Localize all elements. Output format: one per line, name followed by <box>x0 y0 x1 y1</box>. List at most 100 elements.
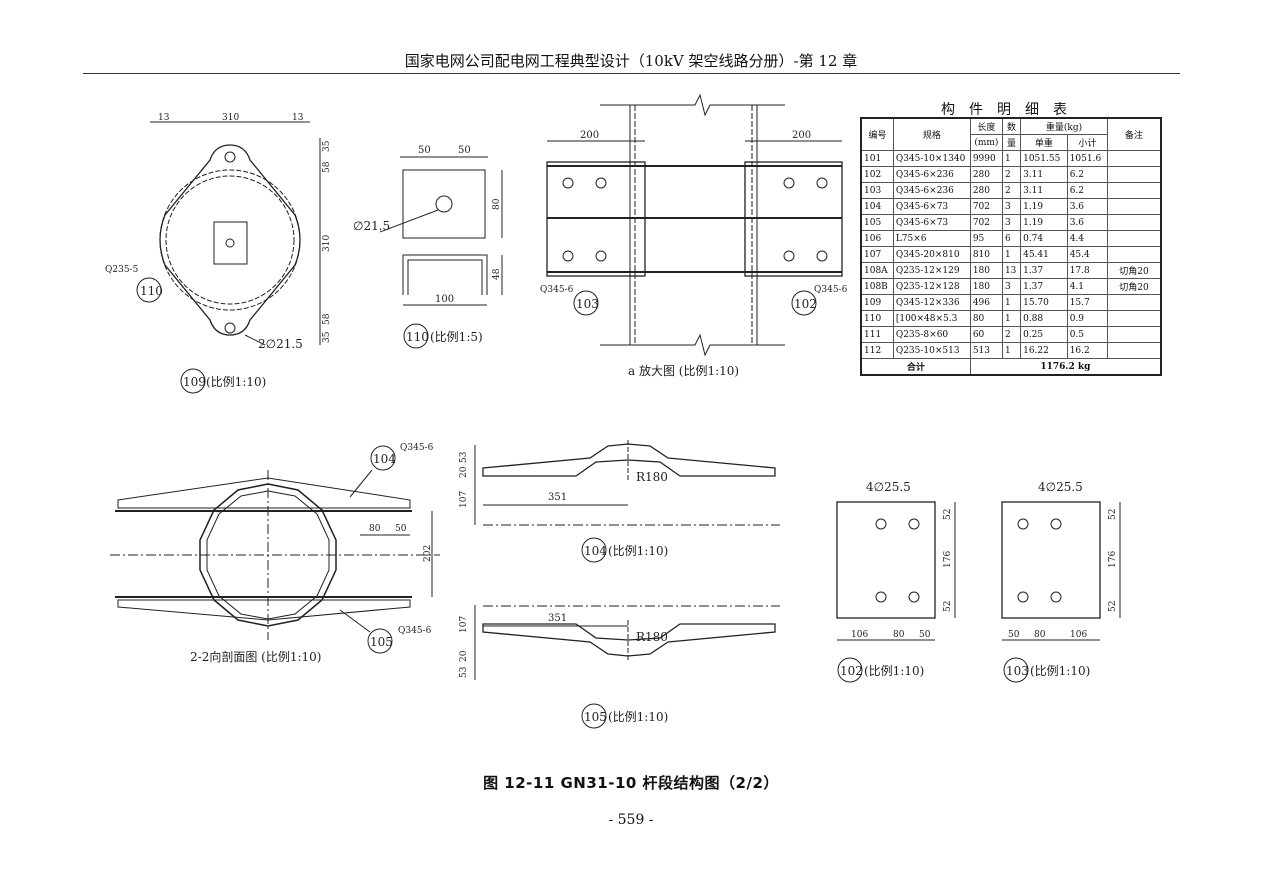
drawing-label: 4∅25.5 <box>1038 480 1083 494</box>
drawing-label: 50 <box>418 145 431 156</box>
drawing-label: 105 <box>370 635 393 649</box>
drawing-label: 105 <box>584 710 607 724</box>
drawing-label: 58 <box>322 313 332 325</box>
drawing-label: 4∅25.5 <box>866 480 911 494</box>
drawing-label: 53 <box>459 451 469 463</box>
drawing-label: 48 <box>492 268 502 280</box>
drawing-label: 50 <box>395 524 407 534</box>
drawing-label: ∅21.5 <box>353 219 390 233</box>
total-label: 合计 <box>860 358 971 376</box>
table-cell: 513 <box>969 342 1003 359</box>
drawing-label: 53 <box>459 666 469 678</box>
th-note: 备注 <box>1107 117 1162 151</box>
table-cell: 3.6 <box>1066 214 1109 231</box>
drawing-label: 100 <box>435 294 454 305</box>
drawing-label: 52 <box>1108 509 1118 520</box>
drawing-label: 106 <box>1070 630 1087 640</box>
drawing-label: 58 <box>322 161 332 173</box>
table-cell <box>1107 342 1162 359</box>
drawing-label: (比例1:5) <box>430 330 483 344</box>
drawing-label: 200 <box>580 130 599 141</box>
drawing-label: (比例1:10) <box>1030 664 1090 678</box>
drawing-label: 104 <box>373 452 396 466</box>
drawing-label: 50 <box>458 145 471 156</box>
drawing-label: 2∅21.5 <box>258 337 303 351</box>
drawing-label: 102 <box>840 664 863 678</box>
drawing-label: 80 <box>1034 630 1046 640</box>
page-number: - 559 - <box>608 812 654 828</box>
table-cell: 3.6 <box>1066 198 1109 215</box>
drawing-a-enlarged: 200 200 Q345-6 103 102 Q345-6 a 放大图 (比例1… <box>540 93 848 378</box>
drawing-label: Q345-6 <box>540 285 574 295</box>
drawing-label: 52 <box>943 509 953 520</box>
drawing-label: 103 <box>1006 664 1029 678</box>
drawing-label: Q345-6 <box>398 626 432 636</box>
table-cell: 1 <box>1001 150 1022 167</box>
figure-caption: 图 12-11 GN31-10 杆段结构图（2/2） <box>483 774 779 792</box>
drawing-label: 20 <box>459 466 469 478</box>
drawing-109: 13 310 13 35 58 310 58 35 Q235-5 110 2∅2… <box>105 113 332 394</box>
drawing-label: (比例1:10) <box>206 375 266 389</box>
drawing-label: 2-2向剖面图 (比例1:10) <box>190 649 321 664</box>
drawing-label: 110 <box>406 330 429 344</box>
drawing-label: 200 <box>792 130 811 141</box>
drawing-label: 110 <box>140 284 163 298</box>
table-cell: 112 <box>860 342 894 359</box>
drawing-label: 351 <box>548 492 567 503</box>
drawing-section-2-2: 104 Q345-6 80 50 202 105 Q345-6 2-2向剖面图 … <box>110 443 440 664</box>
drawing-103: 4∅25.5 52 176 52 50 80 106 103 (比例1:10) <box>1001 480 1121 683</box>
drawing-label: 104 <box>584 544 607 558</box>
drawing-label: Q345-6 <box>814 285 848 295</box>
table-cell: 3 <box>1001 198 1022 215</box>
page-header: 国家电网公司配电网工程典型设计（10kV 架空线路分册）-第 12 章 <box>404 52 858 70</box>
drawing-label: 103 <box>576 297 599 311</box>
drawing-104: 53 20 107 351 R180 104 (比例1:10) <box>459 440 780 563</box>
table-cell: 45.4 <box>1066 246 1109 263</box>
drawing-label: (比例1:10) <box>608 710 668 724</box>
drawing-label: 102 <box>794 297 817 311</box>
drawing-label: 107 <box>459 616 469 633</box>
drawing-label: 13 <box>158 113 170 123</box>
drawing-label: (比例1:10) <box>864 664 924 678</box>
drawing-label: 50 <box>1008 630 1020 640</box>
drawing-label: 50 <box>919 630 931 640</box>
drawing-102: 4∅25.5 52 176 52 106 80 50 102 (比例1:10) <box>836 480 956 683</box>
drawing-label: 35 <box>322 331 332 343</box>
drawing-label: 176 <box>943 551 953 568</box>
parts-table-title: 构件明细表 <box>941 102 1081 118</box>
drawing-105: 351 R180 107 20 53 105 (比例1:10) <box>459 605 780 729</box>
drawing-label: 107 <box>459 491 469 508</box>
drawing-label: R180 <box>636 630 668 644</box>
total-value: 1176.2 kg <box>969 358 1162 376</box>
table-cell: 16.2 <box>1066 342 1109 359</box>
th-no: 编号 <box>860 117 894 151</box>
th-qty: 数 <box>1001 117 1022 135</box>
drawing-label: 52 <box>1108 601 1118 612</box>
drawing-label: 109 <box>183 375 206 389</box>
drawing-label: 80 <box>492 198 502 210</box>
drawing-label: 80 <box>893 630 905 640</box>
table-cell: 4.4 <box>1066 230 1109 247</box>
drawing-label: 52 <box>943 601 953 612</box>
drawing-110: 50 50 80 ∅21.5 48 100 110 (比例1:5) <box>353 145 503 349</box>
drawing-label: (比例1:10) <box>608 544 668 558</box>
drawing-label: 106 <box>851 630 868 640</box>
drawing-label: 35 <box>322 140 332 152</box>
drawing-label: 310 <box>322 235 332 252</box>
drawing-label: Q345-6 <box>400 443 434 453</box>
drawing-label: 202 <box>423 545 433 562</box>
drawing-label: R180 <box>636 470 668 484</box>
